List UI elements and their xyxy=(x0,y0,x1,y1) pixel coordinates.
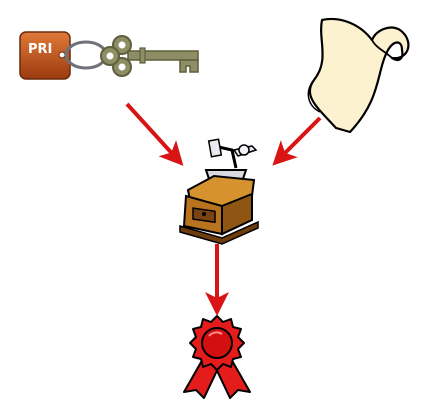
private-key-icon: PRI xyxy=(19,31,199,80)
hash-grinder-icon xyxy=(179,138,259,245)
key-tag-label: PRI xyxy=(28,42,52,57)
arrows xyxy=(125,102,322,316)
arrow-key-to-grinder xyxy=(125,102,184,166)
document-scroll-icon xyxy=(307,17,410,134)
arrow-document-to-grinder xyxy=(272,116,322,166)
key-tag xyxy=(19,31,71,80)
signature-seal-icon xyxy=(183,315,251,399)
